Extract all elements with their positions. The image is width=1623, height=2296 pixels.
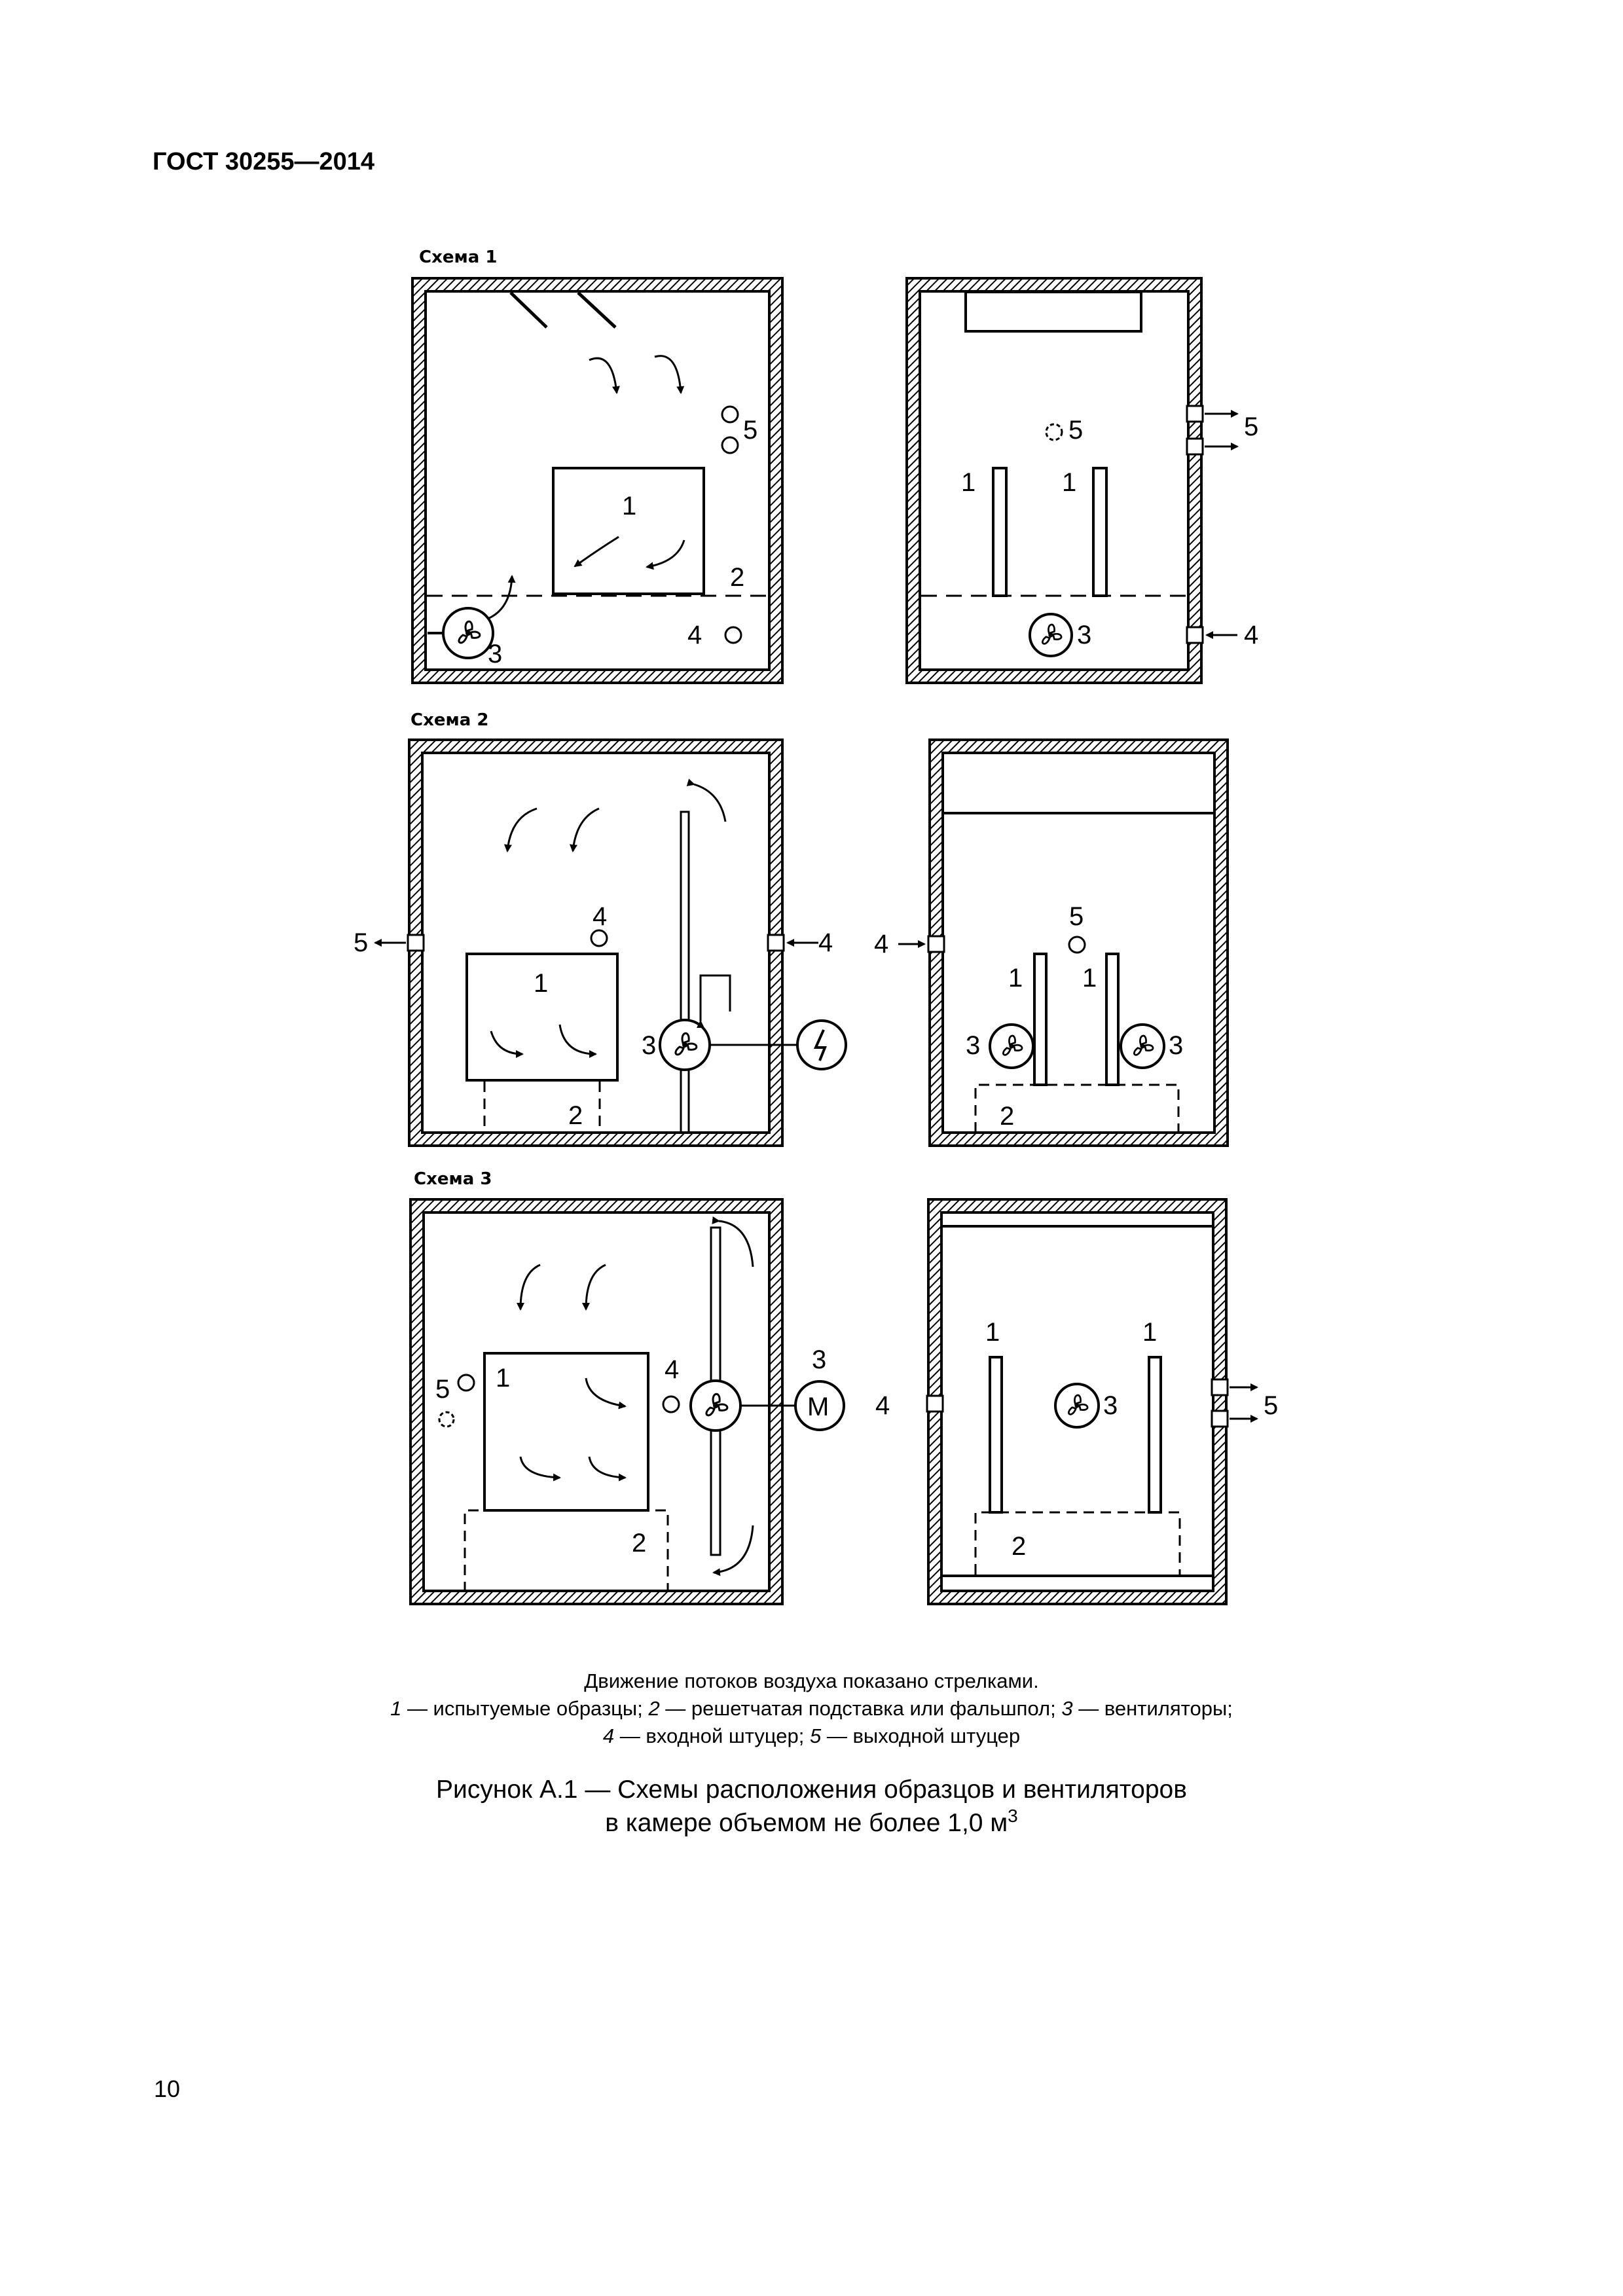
legend-text-4: — входной штуцер;	[614, 1724, 810, 1747]
scheme-2-side-view	[374, 738, 847, 1147]
legend-text-5: — выходной штуцер	[821, 1724, 1021, 1747]
scheme-1-front-view	[905, 277, 1239, 684]
scheme-1-side-view	[411, 277, 784, 684]
page-number: 10	[154, 2075, 181, 2102]
callout-numbers: 5 1 2 3 4 5 1 1 3 5 4 5 4 4 1 3 2 4 5 1 …	[354, 412, 1278, 1561]
caption-legend-line-2: 4 — входной штуцер; 5 — выходной штуцер	[0, 1724, 1623, 1748]
scheme-3-side-view	[409, 1198, 845, 1605]
figure-title-superscript: 3	[1008, 1806, 1018, 1826]
scheme-1-label: Схема 1	[419, 247, 498, 267]
legend-text-2: — решетчатая подставка или фальшпол;	[659, 1697, 1062, 1720]
caption-legend-line-1: 1 — испытуемые образцы; 2 — решетчатая п…	[0, 1697, 1623, 1721]
callout-3: 3	[488, 640, 502, 668]
legend-num-5: 5	[809, 1724, 822, 1747]
legend-num-2: 2	[648, 1697, 660, 1720]
page-header-standard: ГОСТ 30255—2014	[153, 148, 375, 175]
callout-4: 4	[1244, 621, 1258, 649]
callout-5: 5	[743, 416, 757, 445]
scheme-3-label: Схема 3	[414, 1169, 492, 1189]
callout-5: 5	[435, 1375, 450, 1404]
callout-2: 2	[1000, 1102, 1014, 1131]
figure-title-line-2: в камере объемом не более 1,0 м3	[0, 1806, 1623, 1838]
legend-num-4: 4	[602, 1724, 615, 1747]
callout-1: 1	[1062, 468, 1076, 497]
callout-3: 3	[1169, 1031, 1183, 1060]
callout-1: 1	[1142, 1318, 1157, 1347]
callout-5: 5	[1264, 1391, 1278, 1420]
figure-title-text: в камере объемом не более 1,0 м	[605, 1809, 1008, 1837]
callout-1: 1	[496, 1364, 510, 1393]
callout-5: 5	[1244, 412, 1258, 441]
callout-3: 3	[642, 1031, 656, 1060]
callout-4: 4	[874, 930, 888, 958]
legend-text-3: — вентиляторы;	[1072, 1697, 1233, 1720]
scheme-3-front-view	[926, 1198, 1258, 1605]
caption-note: Движение потоков воздуха показано стрелк…	[584, 1669, 1039, 1692]
callout-3: 3	[1103, 1391, 1118, 1420]
callout-3: 3	[1077, 621, 1091, 649]
callout-4: 4	[818, 928, 833, 957]
legend-num-3: 3	[1061, 1697, 1073, 1720]
motor-label: M	[807, 1393, 829, 1421]
callout-4: 4	[665, 1355, 679, 1384]
callout-2: 2	[568, 1101, 583, 1130]
callout-3: 3	[966, 1031, 980, 1060]
callout-3: 3	[812, 1345, 826, 1374]
callout-1: 1	[1008, 964, 1023, 993]
callout-2: 2	[632, 1529, 646, 1558]
callout-4: 4	[593, 902, 607, 931]
callout-1: 1	[985, 1318, 1000, 1347]
callout-2: 2	[1012, 1532, 1026, 1561]
callout-4: 4	[687, 621, 702, 649]
legend-text-1: — испытуемые образцы;	[401, 1697, 649, 1720]
callout-5: 5	[354, 928, 368, 957]
callout-1: 1	[961, 468, 976, 497]
scheme-2-front-view	[898, 738, 1229, 1147]
callout-4: 4	[875, 1391, 890, 1420]
callout-2: 2	[730, 563, 744, 592]
callout-1: 1	[534, 969, 548, 998]
scheme-2-label: Схема 2	[410, 710, 489, 730]
legend-num-1: 1	[390, 1697, 402, 1720]
callout-5: 5	[1069, 902, 1084, 931]
callout-1: 1	[1082, 964, 1097, 993]
figure-title-line-1: Рисунок А.1 — Схемы расположения образцо…	[436, 1776, 1187, 1804]
callout-1: 1	[622, 492, 636, 520]
callout-5: 5	[1068, 416, 1083, 445]
